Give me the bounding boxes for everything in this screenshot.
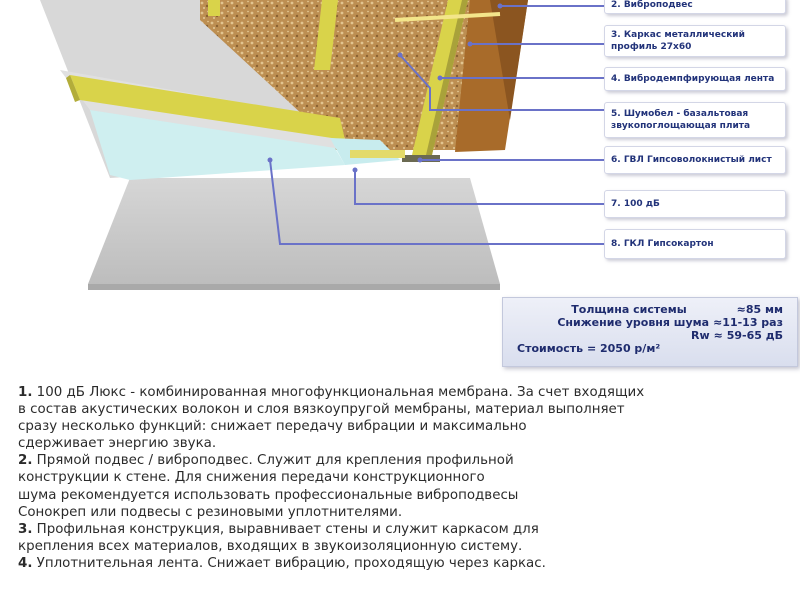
spec-label: Толщина системы (571, 303, 687, 316)
specs-panel: Толщина системы ≈85 мм Снижение уровня ш… (502, 297, 798, 367)
wall-soundproofing-diagram (40, 0, 604, 290)
callout-label: 7. 100 дБ (604, 190, 786, 218)
spec-value: ≈11-13 раз (713, 316, 783, 329)
item-number: 2. (18, 453, 33, 469)
description-line: 1. 100 дБ Люкс - комбинированная многофу… (18, 385, 645, 400)
leader-dots (267, 3, 503, 173)
callout-label: 8. ГКЛ Гипсокартон (604, 229, 786, 259)
callout-text: 4. Вибродемпфирующая лента (611, 74, 775, 84)
item-number: 4. (18, 555, 33, 571)
callout-label: 6. ГВЛ Гипсоволокнистый лист (604, 146, 786, 174)
callout-text: 6. ГВЛ Гипсоволокнистый лист (611, 155, 772, 165)
item-number: 1. (18, 385, 33, 400)
spec-value: ≈ 59-65 дБ (713, 329, 783, 342)
spec-cost: Стоимость = 2050 р/м² (517, 342, 783, 355)
description-line: сдерживает энергию звука. (18, 436, 217, 452)
description-line: Сонокреп или подвесы с резиновыми уплотн… (18, 504, 403, 520)
horizontal-profile (66, 75, 345, 140)
description-line: шума рекомендуется использовать професси… (18, 487, 519, 503)
callout-label: 2. Виброподвес (604, 0, 786, 14)
description-line: в состав акустических волокон и слоя вяз… (18, 402, 625, 418)
callout-label: 5. Шумобел - базальтовая звукопоглощающа… (604, 102, 786, 138)
callout-label: 3. Каркас металлический профиль 27х60 (604, 25, 786, 57)
floor-slab (88, 178, 500, 290)
spec-noise: Снижение уровня шума ≈11-13 раз (517, 316, 783, 329)
description-line: 4. Уплотнительная лента. Снижает вибраци… (18, 555, 546, 571)
description-line: 3. Профильная конструкция, выравнивает с… (18, 521, 539, 537)
spec-cost-text: Стоимость = 2050 р/м² (517, 342, 661, 355)
callout-text: 2. Виброподвес (611, 0, 693, 10)
description-line: конструкции к стене. Для снижения переда… (18, 470, 485, 486)
spec-rw: Rw ≈ 59-65 дБ (517, 329, 783, 342)
callout-text: 5. Шумобел - базальтовая звукопоглощающа… (611, 109, 751, 131)
spec-label: Rw (691, 329, 710, 342)
callout-text: 3. Каркас металлический профиль 27х60 (611, 30, 745, 52)
spec-value: ≈85 мм (736, 303, 783, 316)
spec-label: Снижение уровня шума (557, 316, 710, 329)
callout-text: 8. ГКЛ Гипсокартон (611, 239, 714, 249)
description-line: сразу несколько функций: снижает передач… (18, 419, 527, 435)
spec-thickness: Толщина системы ≈85 мм (517, 303, 783, 316)
item-number: 3. (18, 521, 33, 537)
description-line: крепления всех материалов, входящих в зв… (18, 538, 523, 554)
description-line: 2. Прямой подвес / виброподвес. Служит д… (18, 453, 514, 469)
callout-label: 4. Вибродемпфирующая лента (604, 67, 786, 91)
leader-lines (269, 5, 604, 245)
base-wall (455, 0, 528, 152)
callout-text: 7. 100 дБ (611, 199, 660, 209)
description-text: 1. 100 дБ Люкс - комбинированная многофу… (18, 384, 788, 572)
